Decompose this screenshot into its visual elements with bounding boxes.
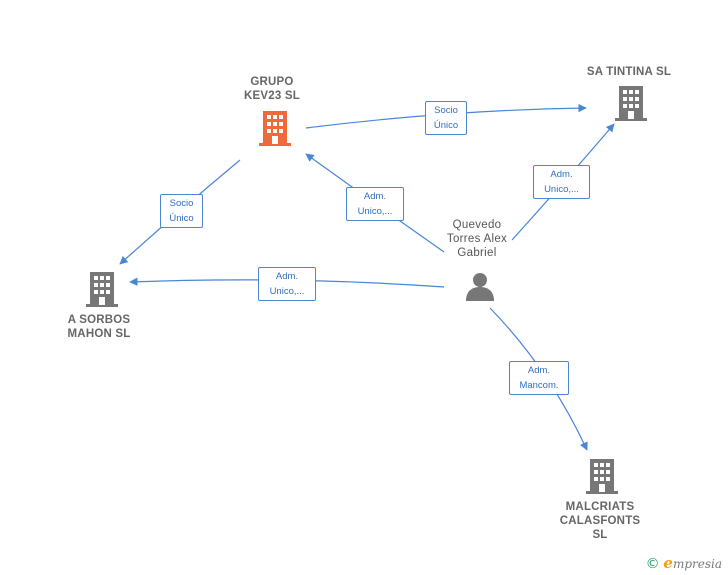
edge-label-quevedo-sa-tintina[interactable]: Adm. Unico,... xyxy=(533,165,590,199)
person-icon[interactable] xyxy=(465,271,495,301)
edge-label-quevedo-malcriats[interactable]: Adm. Mancom. xyxy=(509,361,569,395)
building-icon[interactable] xyxy=(259,110,291,146)
empresia-logo: © empresia xyxy=(645,554,722,572)
node-label-a-sorbos-mahon: A SORBOS MAHON SL xyxy=(67,314,131,340)
node-label-sa-tintina: SA TINTINA SL xyxy=(586,66,672,78)
node-label-malcriats: MALCRIATS CALASFONTS SL xyxy=(559,501,641,541)
edge-label-quevedo-a-sorbos[interactable]: Adm. Unico,... xyxy=(258,267,316,301)
node-label-grupo-kev23: GRUPO KEV23 SL xyxy=(244,76,300,102)
copyright-icon: © xyxy=(645,556,660,572)
edge-label-quevedo-grupo[interactable]: Adm. Unico,... xyxy=(346,187,404,221)
building-icon[interactable] xyxy=(615,85,647,121)
building-icon[interactable] xyxy=(86,271,118,307)
node-label-quevedo: Quevedo Torres Alex Gabriel xyxy=(446,219,508,259)
building-icon[interactable] xyxy=(586,458,618,494)
edge-label-grupo-a-sorbos[interactable]: Socio Único xyxy=(160,194,203,228)
edge-label-grupo-sa-tintina[interactable]: Socio Único xyxy=(425,101,467,135)
